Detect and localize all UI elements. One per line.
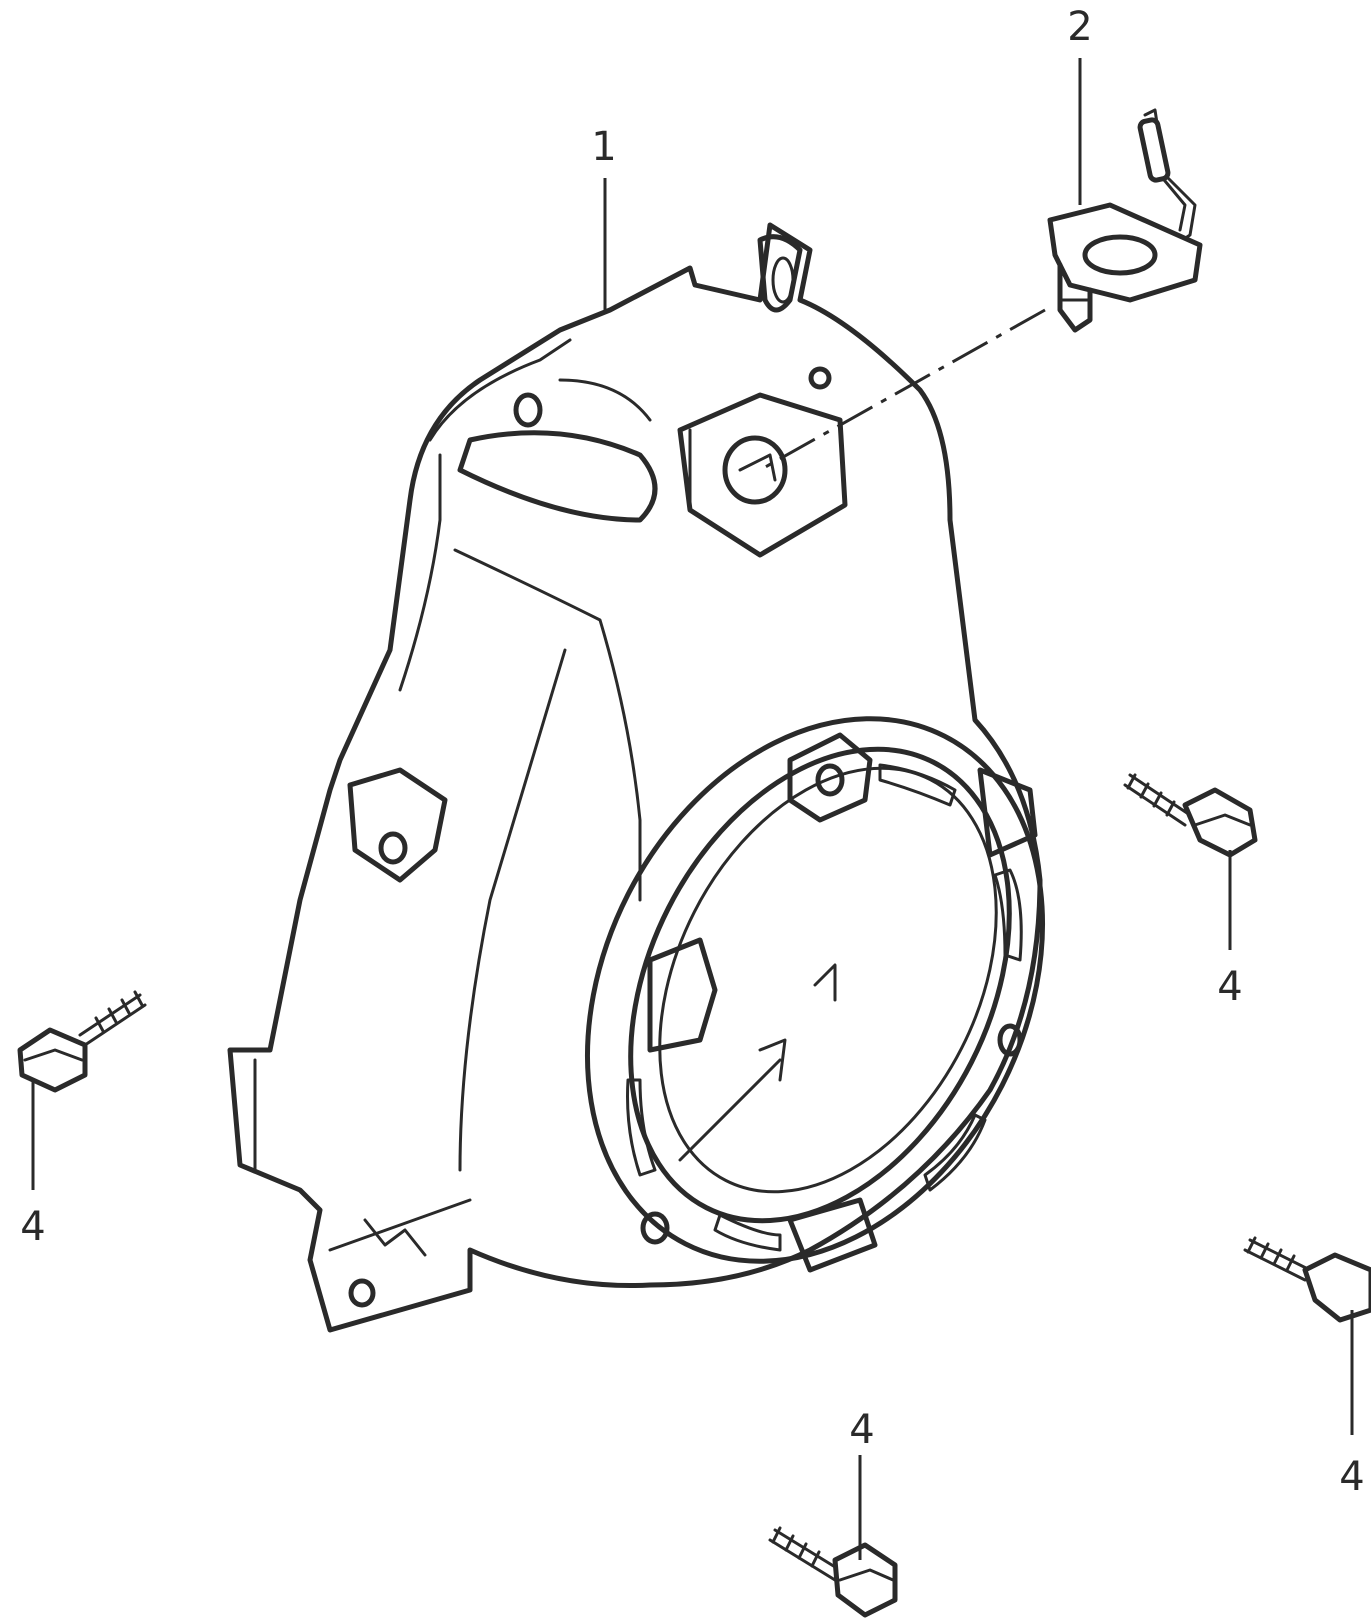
oil-pressure-switch-part [1047,108,1203,333]
flange-bolt-right-lower [1243,1236,1371,1323]
callout-4-right-lower: 4 [1339,1454,1364,1500]
fan-shroud-part [227,222,1045,1333]
switch-assembly-line [759,308,1046,472]
callout-2: 2 [1067,4,1092,50]
callout-1: 1 [591,124,616,170]
flange-bolt-bottom [768,1526,898,1618]
callout-4-bottom: 4 [849,1407,874,1453]
flange-bolt-right-upper [1123,773,1258,858]
callout-4-left: 4 [20,1204,45,1250]
flange-bolt-left [17,990,147,1093]
callout-4-right-upper: 4 [1217,964,1242,1010]
